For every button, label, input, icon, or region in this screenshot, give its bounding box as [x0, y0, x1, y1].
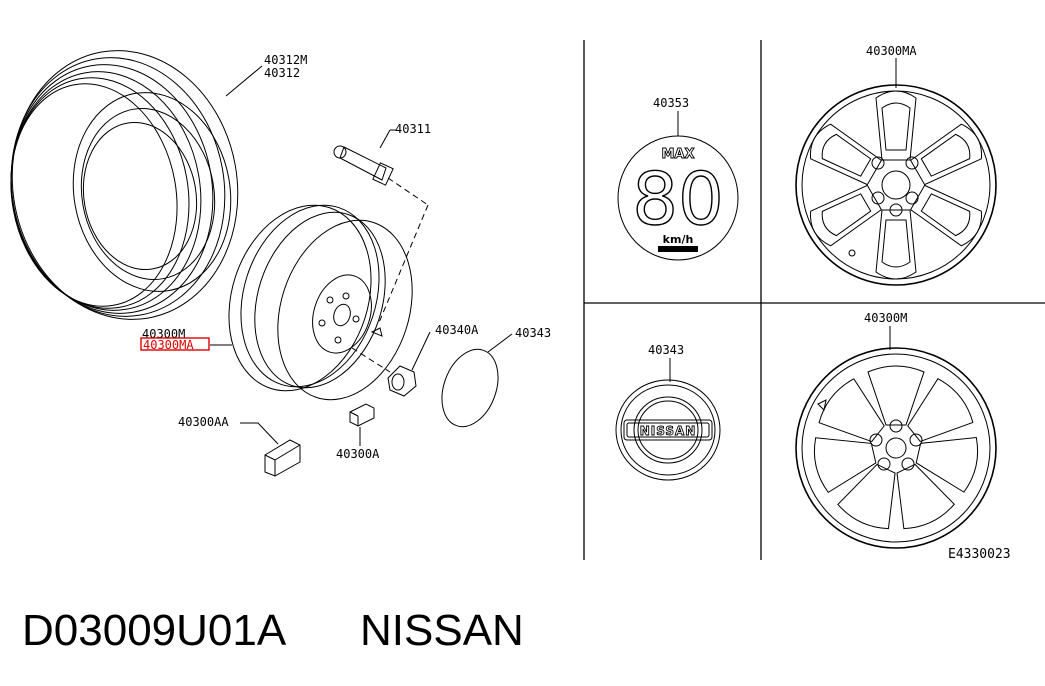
label-valve: 40311: [395, 122, 431, 136]
label-weight-aa: 40300AA: [178, 415, 229, 429]
label-cap-left: 40343: [515, 326, 551, 340]
diagram-code: E4330023: [948, 547, 1011, 562]
cap-side-drawing: [441, 348, 499, 428]
label-weight-a: 40300A: [336, 447, 380, 461]
label-nut: 40340A: [435, 323, 479, 337]
alloy-wheel-m-drawing: [795, 347, 997, 549]
label-tire-1: 40312M: [264, 53, 307, 67]
label-panel-wheel-ma: 40300MA: [866, 44, 917, 58]
dash-valve-1: [387, 177, 429, 206]
speed-label-fine-print: [658, 246, 698, 252]
leader-weight-aa: [240, 422, 279, 445]
label-panel-cap: 40343: [648, 343, 684, 357]
label-wheel-ma-highlighted: 40300MA: [143, 338, 194, 352]
valve-drawing: [333, 129, 396, 186]
label-panel-wheel-m: 40300M: [864, 311, 907, 325]
footer-part-number: D03009U01A: [22, 606, 287, 655]
speed-label-max: MAX: [661, 147, 694, 162]
tire-drawing: [10, 50, 239, 320]
steel-wheel-drawing: [228, 204, 413, 401]
leader-tire: [225, 65, 263, 97]
speed-label-value: 80: [632, 157, 724, 241]
cap-brand-text: NISSAN: [640, 424, 697, 438]
footer-brand: NISSAN: [360, 606, 524, 655]
highlight-box: [140, 337, 210, 351]
dash-valve-2: [377, 204, 429, 326]
label-tire-2: 40312: [264, 66, 300, 80]
nut-drawing: [351, 331, 431, 397]
balance-weight-a-drawing: [349, 403, 375, 427]
speed-label-sticker: MAX 80 km/h: [617, 135, 739, 261]
balance-weight-aa-drawing: [264, 439, 301, 477]
leader-cap: [487, 333, 513, 353]
label-panel-speed: 40353: [653, 96, 689, 110]
speed-label-unit: km/h: [663, 233, 694, 246]
alloy-wheel-ma-drawing: [795, 84, 997, 286]
nissan-center-cap-drawing: NISSAN: [615, 379, 721, 481]
